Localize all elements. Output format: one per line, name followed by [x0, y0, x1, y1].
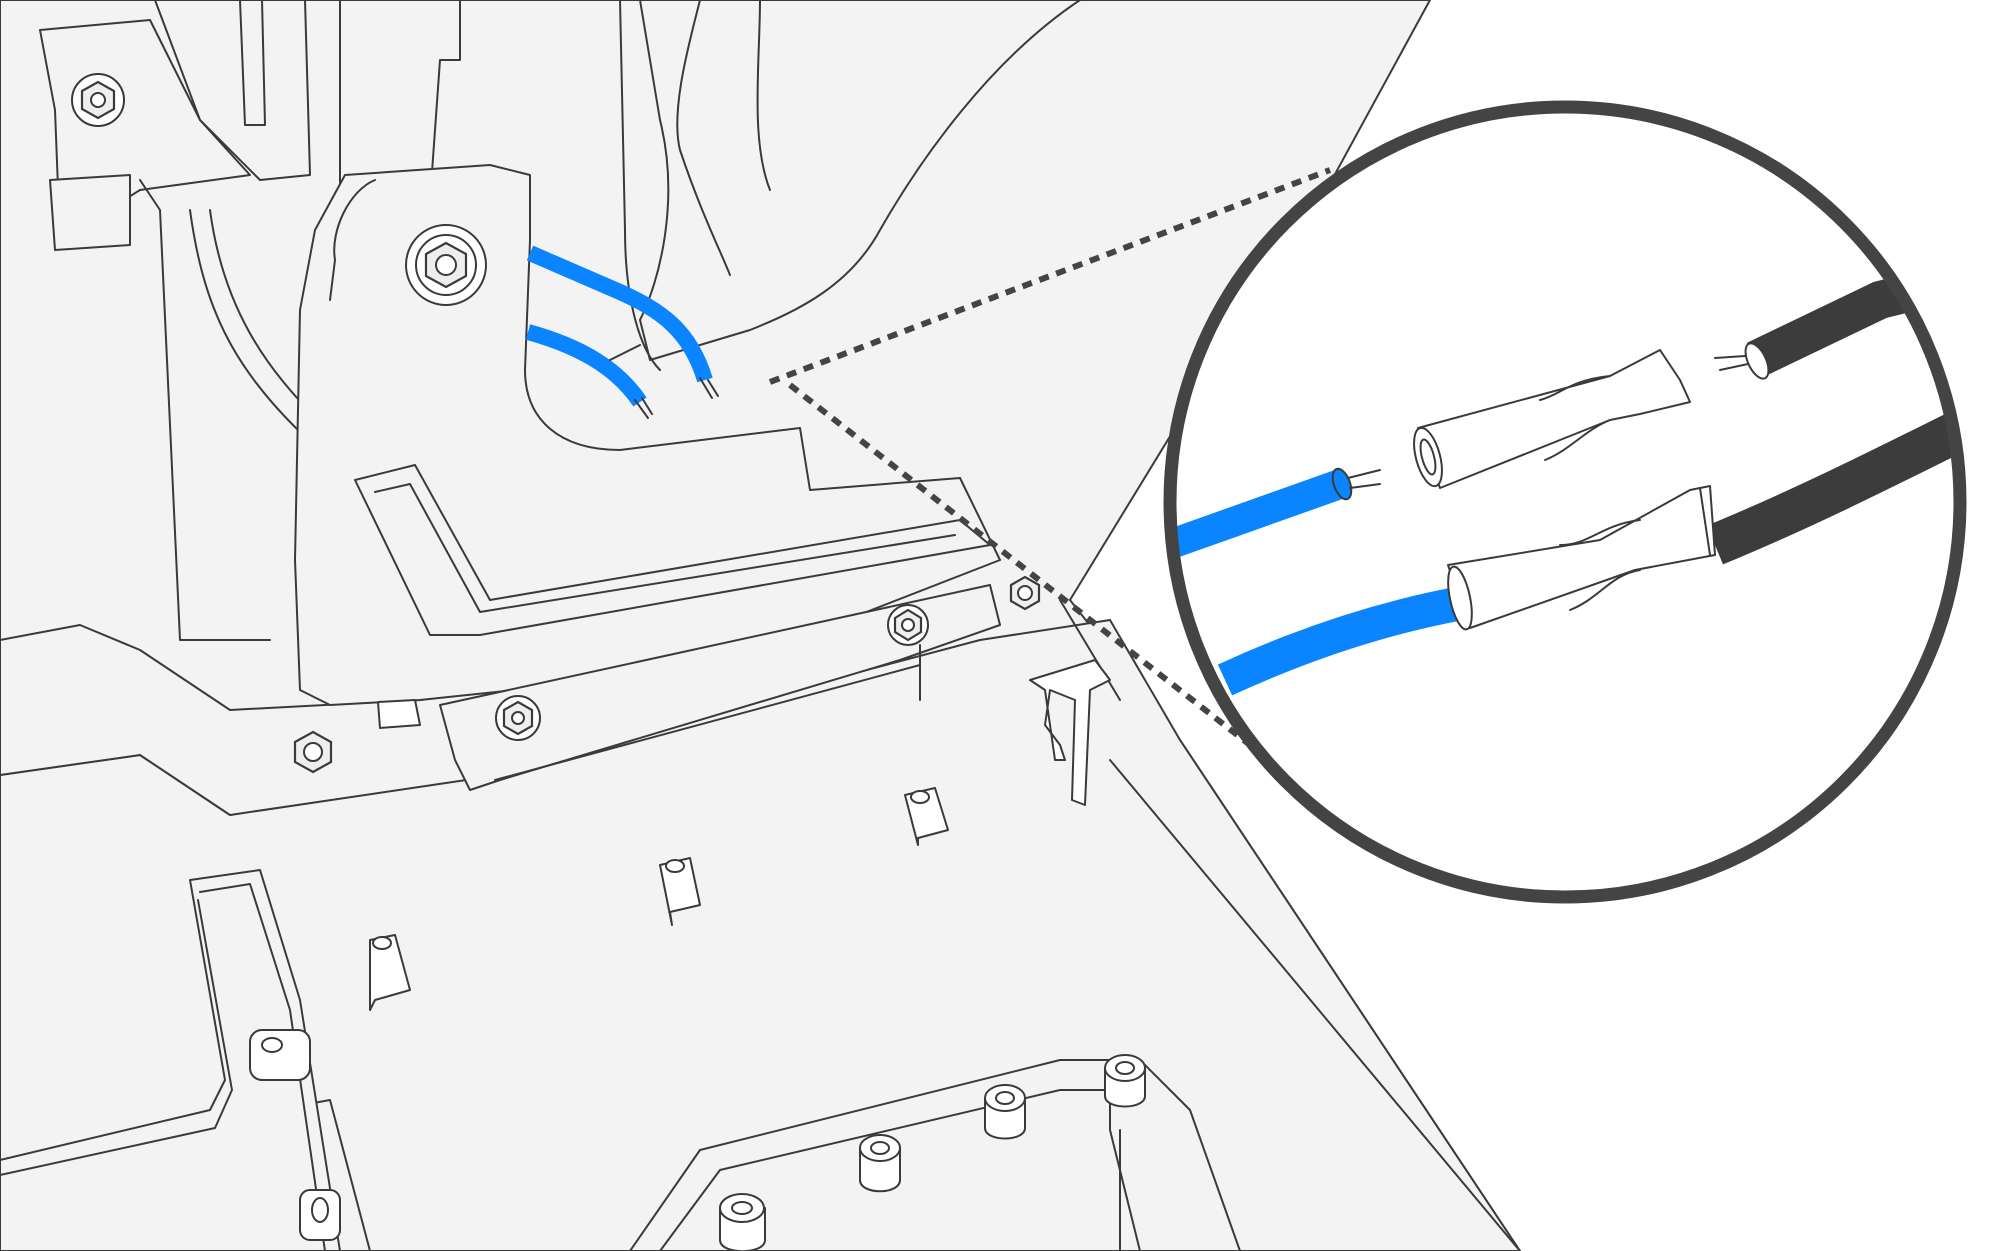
round-post	[1104, 1054, 1146, 1108]
callout-circle	[1170, 107, 1960, 897]
mounting-bracket	[294, 164, 1111, 806]
standoff	[249, 1029, 311, 1081]
black-cable-upper	[1746, 251, 1957, 378]
callout-ring	[1163, 100, 1967, 904]
blue-wires	[525, 245, 719, 419]
hex-nut	[71, 73, 125, 127]
standoff	[299, 1189, 341, 1241]
callout-pointer-upper	[768, 167, 1332, 385]
callout-pointer-lower	[788, 382, 1252, 748]
hex-nuts	[71, 73, 1041, 774]
standoff	[369, 934, 411, 1011]
hex-nut	[1009, 575, 1041, 611]
black-cable-lower	[1707, 391, 1957, 565]
hex-nut	[495, 695, 541, 741]
round-post	[859, 1134, 901, 1193]
callout-blue-wire-upper	[1173, 469, 1346, 563]
blue-wire-lower	[525, 324, 647, 407]
butt-splice-connector-open	[1413, 349, 1691, 489]
standoff	[904, 787, 949, 846]
round-post	[719, 1193, 766, 1251]
blue-wire-upper	[526, 245, 713, 383]
hex-nut	[887, 604, 929, 646]
round-post	[984, 1084, 1026, 1140]
standoffs	[249, 787, 1146, 1251]
zoom-callout	[768, 100, 1967, 904]
standoff	[659, 857, 701, 926]
hex-nut	[405, 224, 487, 306]
upper-mechanism	[39, 0, 1081, 641]
callout-blue-wire-lower	[1217, 586, 1466, 696]
hex-nut	[293, 730, 333, 774]
butt-splice-connector-crimped	[1447, 485, 1716, 631]
